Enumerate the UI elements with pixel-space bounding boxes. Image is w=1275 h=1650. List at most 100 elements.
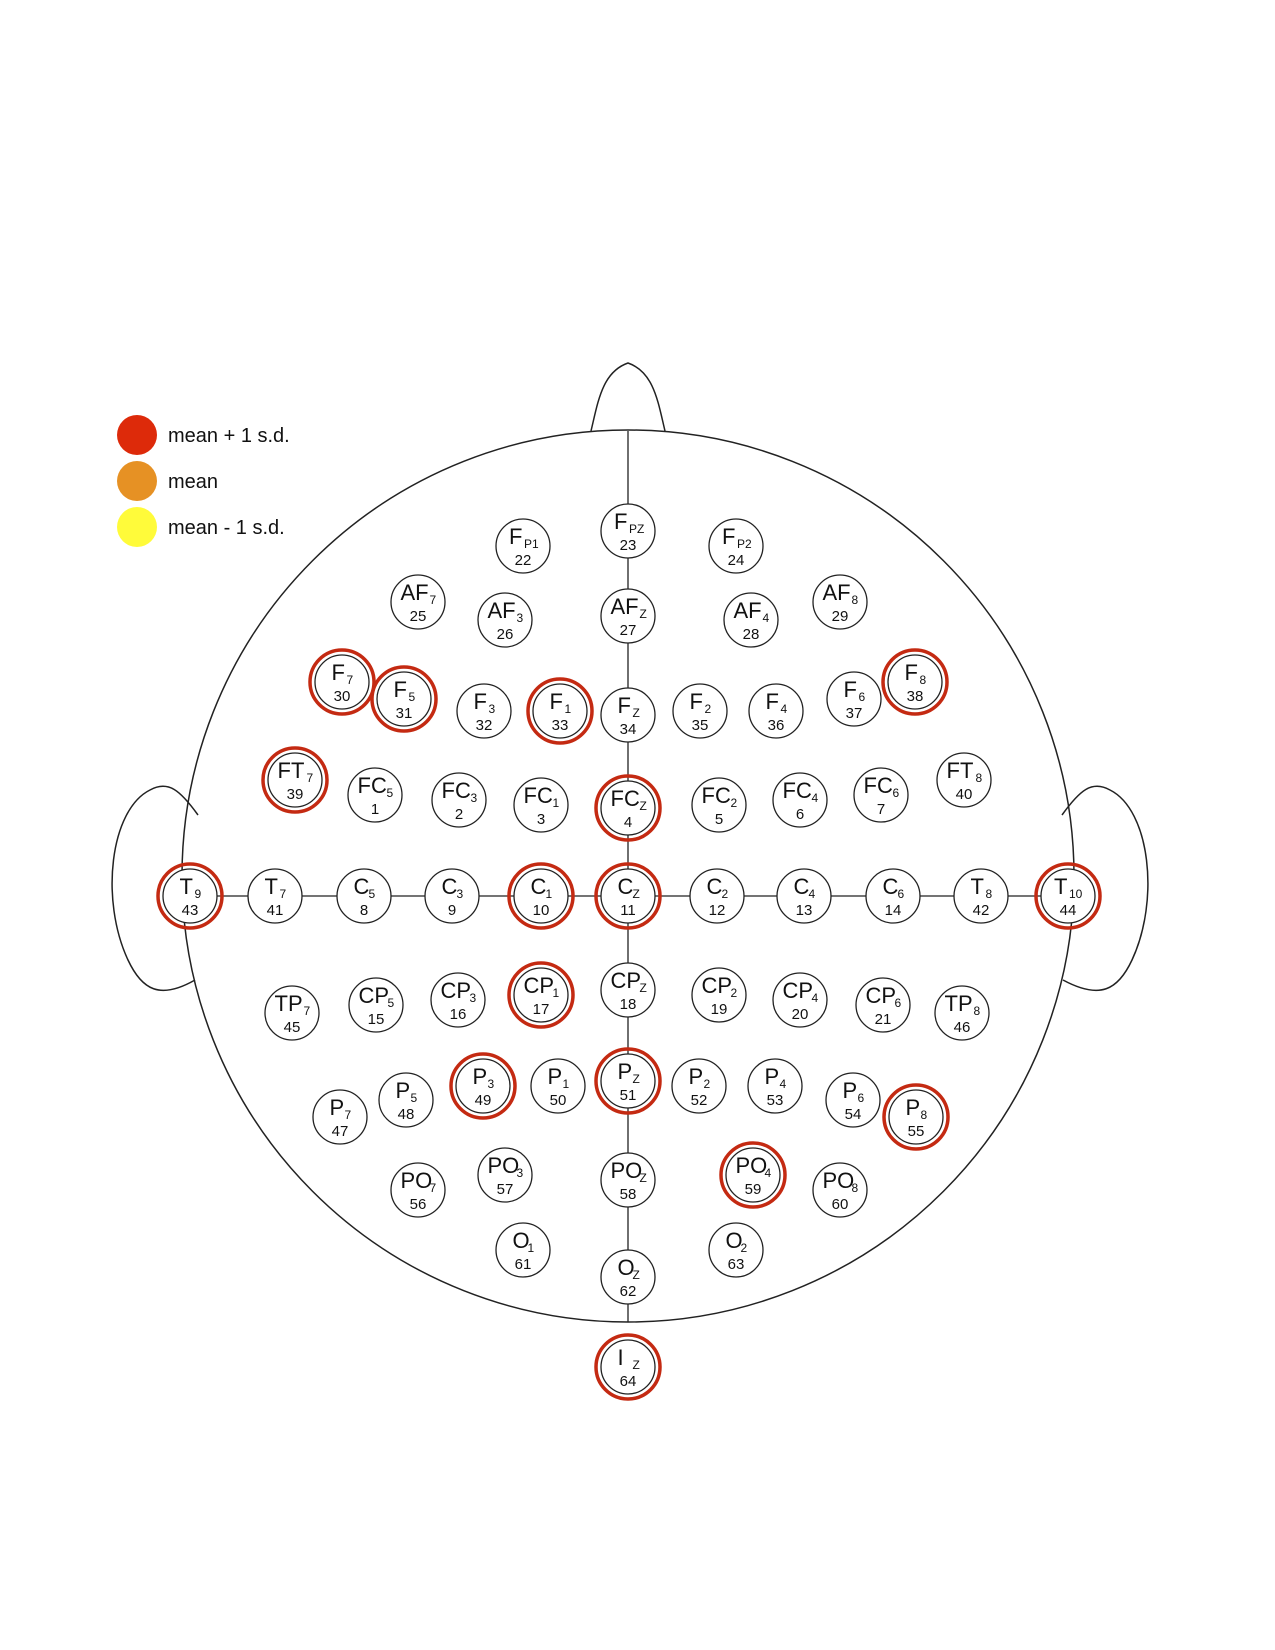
electrode-number: 26 [497,626,514,643]
electrode-subscript: 7 [430,593,437,607]
electrode-subscript: 6 [858,1091,865,1105]
electrode-number: 63 [728,1256,745,1273]
legend-item: mean + 1 s.d. [117,415,290,455]
electrode-name: F [618,693,631,718]
electrode-circle [162,868,218,924]
electrode-name: F [844,677,857,702]
electrode-name: CP [611,968,642,993]
electrode-name: CP [359,983,390,1008]
electrode-name: C [707,874,723,899]
electrode-subscript: 6 [893,786,900,800]
electrode-number: 27 [620,622,637,639]
electrode-number: 45 [284,1019,301,1036]
electrode-subscript: Z [633,1072,640,1086]
electrode-circle [812,1162,868,1218]
electrode-name: TP [275,991,303,1016]
electrode-number: 20 [792,1006,809,1023]
electrode-name: I [618,1345,624,1370]
electrode-subscript: 3 [489,702,496,716]
legend-item: mean [117,461,218,501]
electrode-name: FT [278,758,305,783]
electrode-circle [390,1162,446,1218]
electrode-subscript: Z [633,1358,640,1372]
electrode-subscript: 2 [705,702,712,716]
electrode-name: T [971,874,984,899]
electrode-circle [347,767,403,823]
electrode-subscript: 3 [470,991,477,1005]
electrode-number: 19 [711,1001,728,1018]
electrode-name: F [722,524,735,549]
electrode-circle [513,868,569,924]
electrode-subscript: 7 [307,771,314,785]
electrode-name: C [531,874,547,899]
electrode-name: AF [401,580,429,605]
electrode-number: 51 [620,1087,637,1104]
electrode-circle [671,1058,727,1114]
electrode-name: PO [401,1168,433,1193]
electrode-name: P [843,1078,858,1103]
electrode-name: P [330,1095,345,1120]
electrode-name: F [905,660,918,685]
electrode-name: P [618,1059,633,1084]
highlight-ring [507,862,575,930]
electrode-subscript: 8 [974,1004,981,1018]
electrode-name: T [1054,874,1067,899]
electrode-number: 33 [552,717,569,734]
electrode-subscript: 1 [553,796,560,810]
electrode-circle [708,518,764,574]
left-ear [111,785,199,991]
electrode-name: F [332,660,345,685]
electrode-subscript: 8 [976,771,983,785]
electrode-subscript: 5 [409,690,416,704]
electrode-circle [513,777,569,833]
electrode-circle [691,967,747,1023]
electrode-subscript: 4 [765,1166,772,1180]
electrode-name: P [906,1095,921,1120]
electrode-circle [264,985,320,1041]
electrode-name: P [548,1064,563,1089]
electrode-subscript: 2 [731,796,738,810]
electrode-number: 58 [620,1186,637,1203]
electrode-circle [600,868,656,924]
electrode-number: 9 [448,902,456,919]
electrode-name: F [394,677,407,702]
electrode-subscript: 1 [563,1077,570,1091]
electrode-name: F [550,689,563,714]
electrode-circle [456,683,512,739]
electrode-number: 23 [620,537,637,554]
electrode-subscript: 8 [852,1181,859,1195]
electrode-number: 47 [332,1123,349,1140]
legend-label: mean - 1 s.d. [168,517,285,539]
electrode-number: 10 [533,902,550,919]
legend: mean + 1 s.d. mean mean - 1 s.d. [117,415,290,547]
electrode-circle [725,1147,781,1203]
electrode-number: 2 [455,806,463,823]
electrode-subscript: 8 [920,673,927,687]
electrode-circle [826,671,882,727]
electrode-name: C [618,874,634,899]
electrode-number: 37 [846,705,863,722]
electrode-name: FC [358,773,387,798]
electrode-circle [776,868,832,924]
electrode-name: P [689,1064,704,1089]
electrode-subscript: 3 [488,1077,495,1091]
electrode-circle [600,1152,656,1208]
